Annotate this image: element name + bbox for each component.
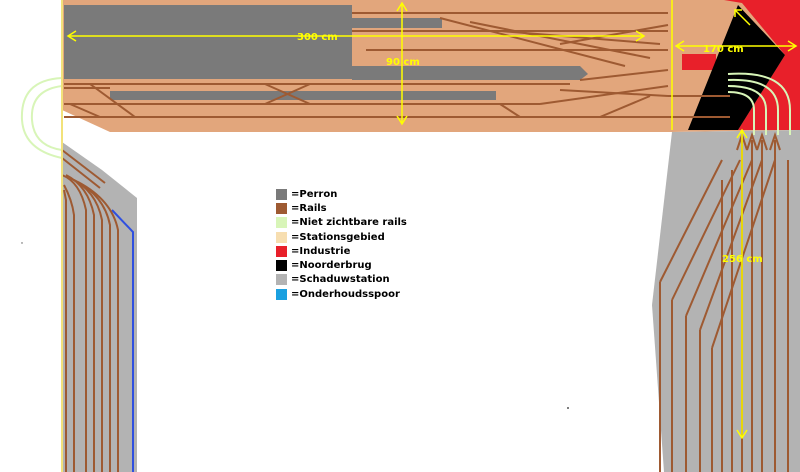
legend-item: =Rails xyxy=(276,201,436,215)
dimension-label-300: 300 cm xyxy=(297,32,338,43)
dimension-arrows xyxy=(66,1,798,440)
legend-swatch-hidden-rails xyxy=(276,217,287,229)
legend-label: =Industrie xyxy=(291,245,351,257)
legend-item: =Industrie xyxy=(276,244,436,258)
legend: =Perron =Rails =Niet zichtbare rails =St… xyxy=(276,187,436,301)
platform-lower xyxy=(110,91,496,100)
legend-item: =Schaduwstation xyxy=(276,273,436,287)
legend-label: =Perron xyxy=(291,188,338,200)
legend-swatch-bridge xyxy=(276,260,287,272)
legend-swatch-station-area xyxy=(276,231,287,243)
hidden-rails xyxy=(20,72,791,159)
legend-swatch-perron xyxy=(276,188,287,200)
industry-area xyxy=(724,0,800,130)
platform-upper-strip xyxy=(352,18,442,28)
legend-item: =Perron xyxy=(276,187,436,201)
shadow-left-rails xyxy=(61,174,119,472)
legend-label: =Noorderbrug xyxy=(291,260,372,272)
legend-item: =Onderhoudsspoor xyxy=(276,287,436,301)
bridge-arrow xyxy=(734,9,751,26)
dimension-label-170: 170 cm xyxy=(703,44,744,55)
legend-swatch-shadow-station xyxy=(276,274,287,286)
bridge-area xyxy=(688,5,785,130)
legend-swatch-industry xyxy=(276,245,287,257)
platform-large xyxy=(64,5,352,79)
legend-swatch-maintenance xyxy=(276,288,287,300)
legend-label: =Onderhoudsspoor xyxy=(291,288,400,300)
legend-item: =Stationsgebied xyxy=(276,230,436,244)
industry-block xyxy=(682,54,716,70)
legend-swatch-rails xyxy=(276,202,287,214)
shadow-station-right xyxy=(652,130,800,472)
stray-dot xyxy=(567,407,569,409)
legend-item: =Niet zichtbare rails xyxy=(276,216,436,230)
stray-dot xyxy=(21,242,23,244)
legend-item: =Noorderbrug xyxy=(276,258,436,272)
left-throat xyxy=(61,149,106,189)
station-rails xyxy=(64,12,730,118)
dimension-label-90: 90 cm xyxy=(386,57,420,68)
legend-label: =Rails xyxy=(291,202,327,214)
legend-label: =Niet zichtbare rails xyxy=(291,217,407,229)
legend-label: =Stationsgebied xyxy=(291,231,385,243)
legend-label: =Schaduwstation xyxy=(291,274,390,286)
dimension-label-256: 256 cm xyxy=(722,254,763,265)
platform-middle xyxy=(352,66,588,80)
maintenance-track xyxy=(111,209,134,472)
